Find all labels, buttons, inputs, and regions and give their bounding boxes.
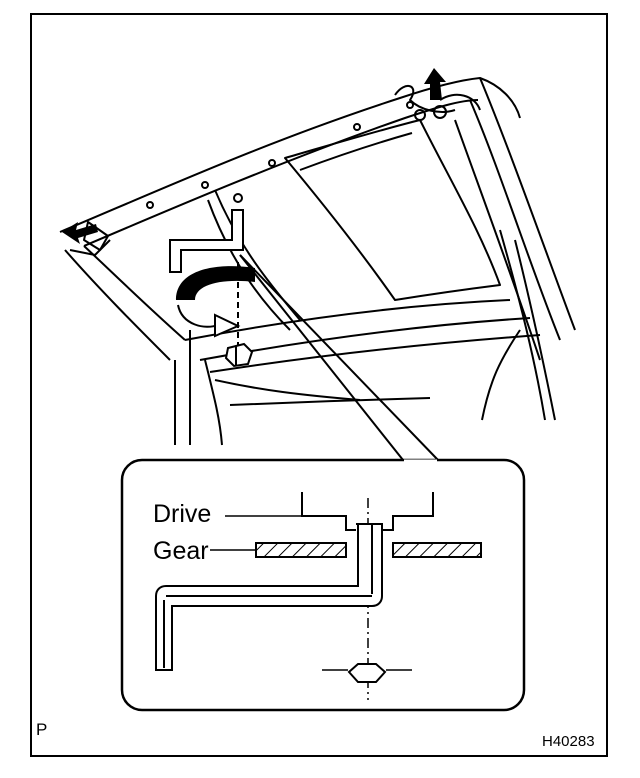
lift-arrow-icon xyxy=(62,68,446,244)
callout-leader xyxy=(239,254,439,461)
gear-label: Gear xyxy=(153,537,209,565)
detail-drawing xyxy=(155,492,482,700)
corner-mark: P xyxy=(36,720,48,739)
rotate-arrow-icon xyxy=(176,266,255,338)
drive-gear-nut xyxy=(224,342,254,368)
figure-code: H40283 xyxy=(542,733,595,750)
drive-label: Drive xyxy=(153,500,212,528)
figure-border xyxy=(30,13,608,757)
hood-drawing xyxy=(59,77,576,446)
